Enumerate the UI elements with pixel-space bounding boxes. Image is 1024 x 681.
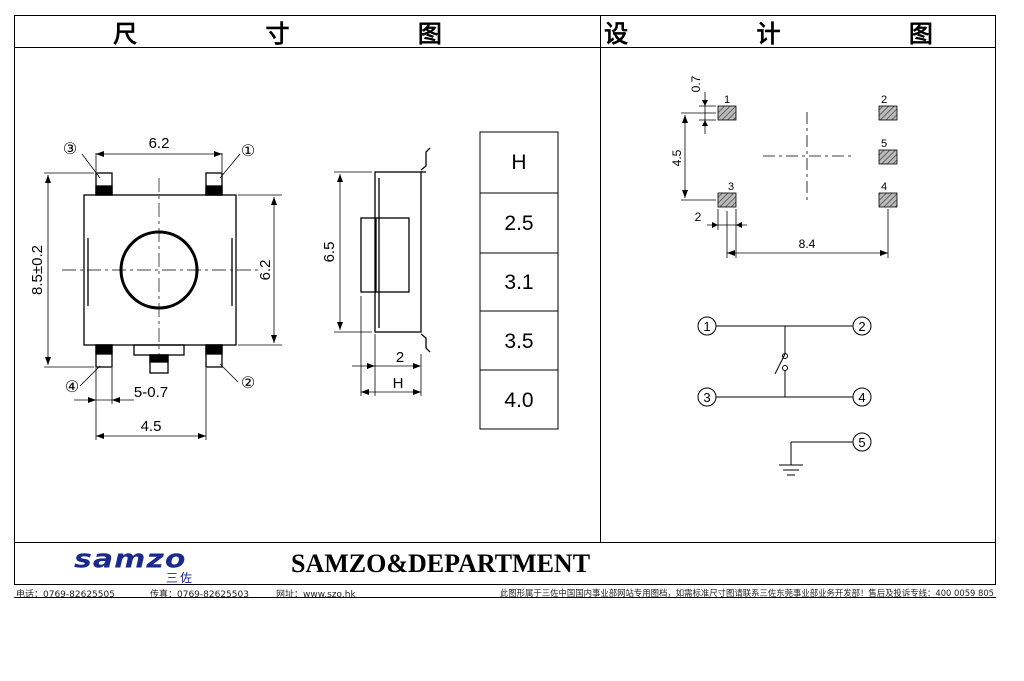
design-title-text: 设 计 图 <box>604 18 993 48</box>
dim-small-pitch: 5-0.7 <box>134 384 168 401</box>
footer-website[interactable]: 网址：www.szo.hk <box>276 590 356 600</box>
pad-1 <box>717 105 737 121</box>
pin-label-2: ② <box>241 375 255 392</box>
h-table-value-1: 3.1 <box>504 271 533 294</box>
h-table-header: H <box>511 151 526 174</box>
dim-side-offset: 2 <box>396 349 404 366</box>
pad-3 <box>717 192 737 208</box>
pad-label-3: 3 <box>728 181 734 193</box>
pad-label-5: 5 <box>881 138 887 150</box>
dim-pad-width: 2 <box>695 210 702 224</box>
dim-side-height: 6.5 <box>321 242 338 263</box>
footer-phone: 电话：0769-82625505 <box>16 590 115 600</box>
h-table-value-2: 3.5 <box>504 330 533 353</box>
footer-rule <box>14 597 996 598</box>
dimension-drawing: 6.2 8.5±0.2 6.2 5-0.7 4.5 ③ ① ④ ② <box>29 131 559 440</box>
side-view <box>360 147 431 353</box>
footer-fax: 传真：0769-82625503 <box>150 590 249 600</box>
node-label-1: 1 <box>703 319 710 334</box>
pad-label-2: 2 <box>881 94 887 106</box>
circuit-schematic <box>697 316 872 476</box>
department-title: SAMZO&DEPARTMENT <box>291 549 591 578</box>
dimension-title-text: 尺 寸 图 <box>113 18 502 48</box>
pad-label-4: 4 <box>881 181 887 193</box>
design-drawing: 1 2 3 4 5 0.7 4.5 2 8.4 <box>670 75 898 476</box>
pin-label-4: ④ <box>65 379 79 396</box>
h-table-value-0: 2.5 <box>504 212 533 235</box>
side-body-outline <box>374 171 422 333</box>
dim-vertical-pitch: 4.5 <box>670 149 684 166</box>
logo-chinese: 三佐 <box>166 571 195 585</box>
dim-bottom-pitch: 4.5 <box>141 418 162 435</box>
dimension-drawing-title: 尺 寸 图 <box>14 15 601 48</box>
node-label-5: 5 <box>858 435 865 450</box>
brand-divider <box>14 542 996 543</box>
pad-2 <box>878 105 898 121</box>
samzo-logo: samzo 三佐 <box>74 544 214 585</box>
h-table-value-3: 4.0 <box>504 389 533 412</box>
logo-wordmark: samzo <box>74 544 187 575</box>
node-label-3: 3 <box>703 390 710 405</box>
switch-contact <box>774 353 786 375</box>
panel-divider <box>600 48 601 542</box>
top-view <box>62 172 258 374</box>
pad-5 <box>878 149 898 165</box>
dim-body-height: 6.2 <box>257 260 274 281</box>
dim-horizontal-pitch: 8.4 <box>799 237 816 251</box>
dim-total-height: 8.5±0.2 <box>29 245 46 295</box>
node-label-4: 4 <box>858 390 865 405</box>
side-actuator <box>360 217 410 293</box>
footer-notice: 此图形属于三佐中国国内事业部网站专用图档，如需标准尺寸图请联系三佐东莞事业部业务… <box>499 588 994 598</box>
design-drawing-title: 设 计 图 <box>600 15 996 48</box>
pin-label-3: ③ <box>63 141 77 158</box>
pad-label-1: 1 <box>724 94 730 106</box>
drawing-frame <box>14 15 996 585</box>
dim-side-h: H <box>393 375 404 392</box>
dim-top-width: 6.2 <box>149 135 170 152</box>
h-table <box>479 131 559 430</box>
dim-pad-size: 0.7 <box>689 75 703 92</box>
pad-4 <box>878 192 898 208</box>
pin-label-1: ① <box>241 143 255 160</box>
node-label-2: 2 <box>858 319 865 334</box>
